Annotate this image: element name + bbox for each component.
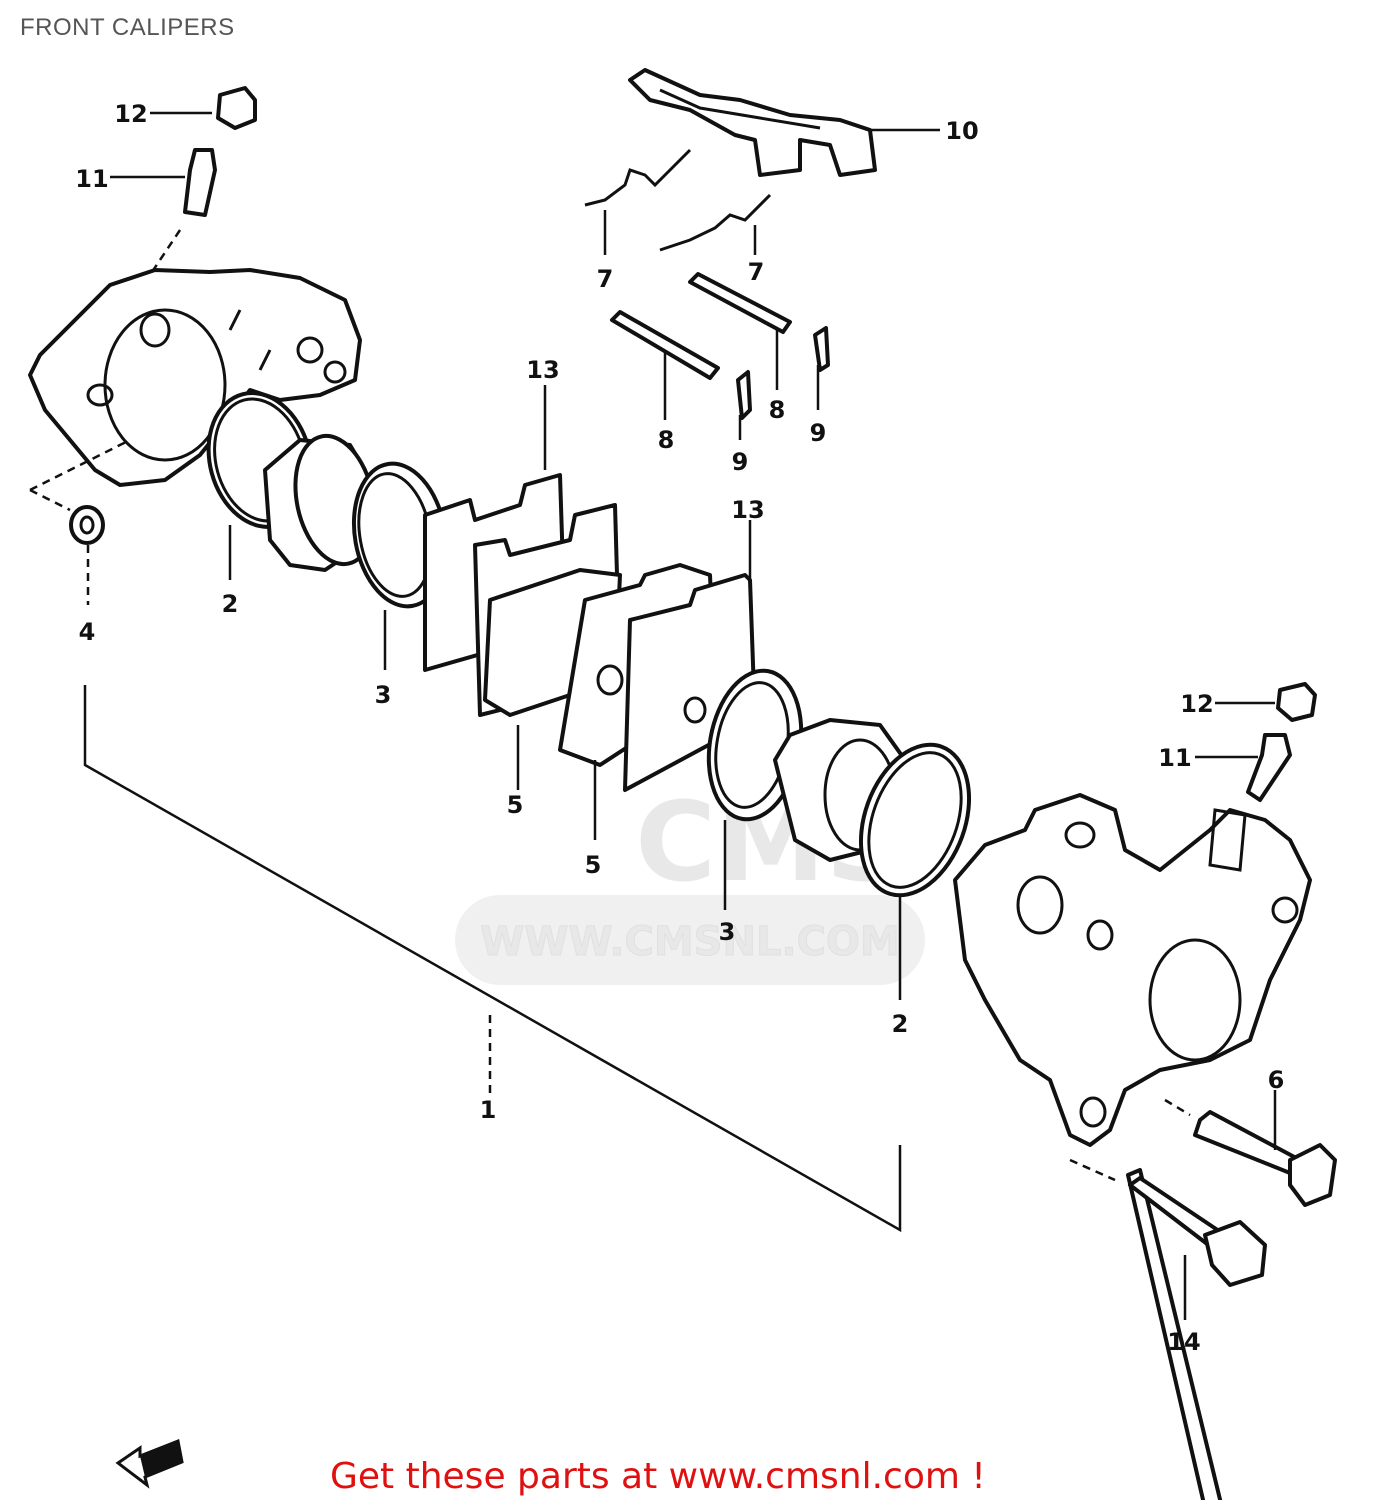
- pin-clip-2: [813, 326, 830, 372]
- bleeder-cap-right: [1276, 682, 1317, 722]
- label-part-2-left: 2: [222, 590, 239, 618]
- pin-clip-1: [736, 370, 752, 420]
- washer: [69, 505, 105, 545]
- label-part-9-left: 9: [732, 448, 749, 476]
- pad-pin-1: [610, 310, 720, 380]
- label-part-3-right: 3: [719, 918, 736, 946]
- mounting-bolt-6: [1193, 1110, 1337, 1207]
- label-part-11-right: 11: [1158, 744, 1191, 772]
- label-part-12-left: 12: [114, 100, 147, 128]
- label-part-4: 4: [79, 618, 96, 646]
- label-part-6: 6: [1268, 1066, 1285, 1094]
- mounting-bolt-14: [1126, 1168, 1267, 1500]
- bleeder-cap-left: [216, 86, 257, 130]
- label-part-3-left: 3: [375, 681, 392, 709]
- front-arrow-icon: [115, 1438, 184, 1489]
- label-part-13-right: 13: [731, 496, 764, 524]
- label-part-12-right: 12: [1180, 690, 1213, 718]
- pad-pin-2: [688, 272, 792, 334]
- right-piston-seal: [858, 742, 972, 898]
- pad-spring: [628, 68, 877, 177]
- label-part-2-right: 2: [892, 1010, 909, 1038]
- label-part-7-left: 7: [597, 265, 614, 293]
- right-caliper-body: [953, 793, 1312, 1147]
- left-caliper-body: [28, 268, 362, 487]
- label-part-11-left: 11: [75, 165, 108, 193]
- label-part-8-right: 8: [769, 396, 786, 424]
- label-part-14: 14: [1167, 1328, 1200, 1356]
- label-part-7-right: 7: [748, 258, 765, 286]
- spring-clip-1: [584, 148, 692, 207]
- watermark-url: WWW.CMSNL.COM: [480, 919, 900, 965]
- label-part-13-left: 13: [526, 356, 559, 384]
- label-part-5-right: 5: [585, 851, 602, 879]
- part-labels: 1 2 2 3 3 4 5 5 6 7 7 8 8 9 9 10 11 11 1…: [75, 100, 1284, 1356]
- label-part-8-left: 8: [658, 426, 675, 454]
- label-part-1: 1: [480, 1096, 497, 1124]
- bleeder-screw-right: [1246, 733, 1292, 802]
- assembly-bracket: [83, 685, 902, 1233]
- bleeder-screw-left: [183, 148, 217, 217]
- footer-link[interactable]: Get these parts at www.cmsnl.com !: [330, 1456, 986, 1497]
- diagram-title: FRONT CALIPERS: [20, 14, 235, 41]
- label-part-5-left: 5: [507, 791, 524, 819]
- label-part-10: 10: [945, 117, 978, 145]
- label-part-9-right: 9: [810, 419, 827, 447]
- leader-lines: [29, 111, 1277, 1320]
- spring-clip-2: [659, 193, 772, 252]
